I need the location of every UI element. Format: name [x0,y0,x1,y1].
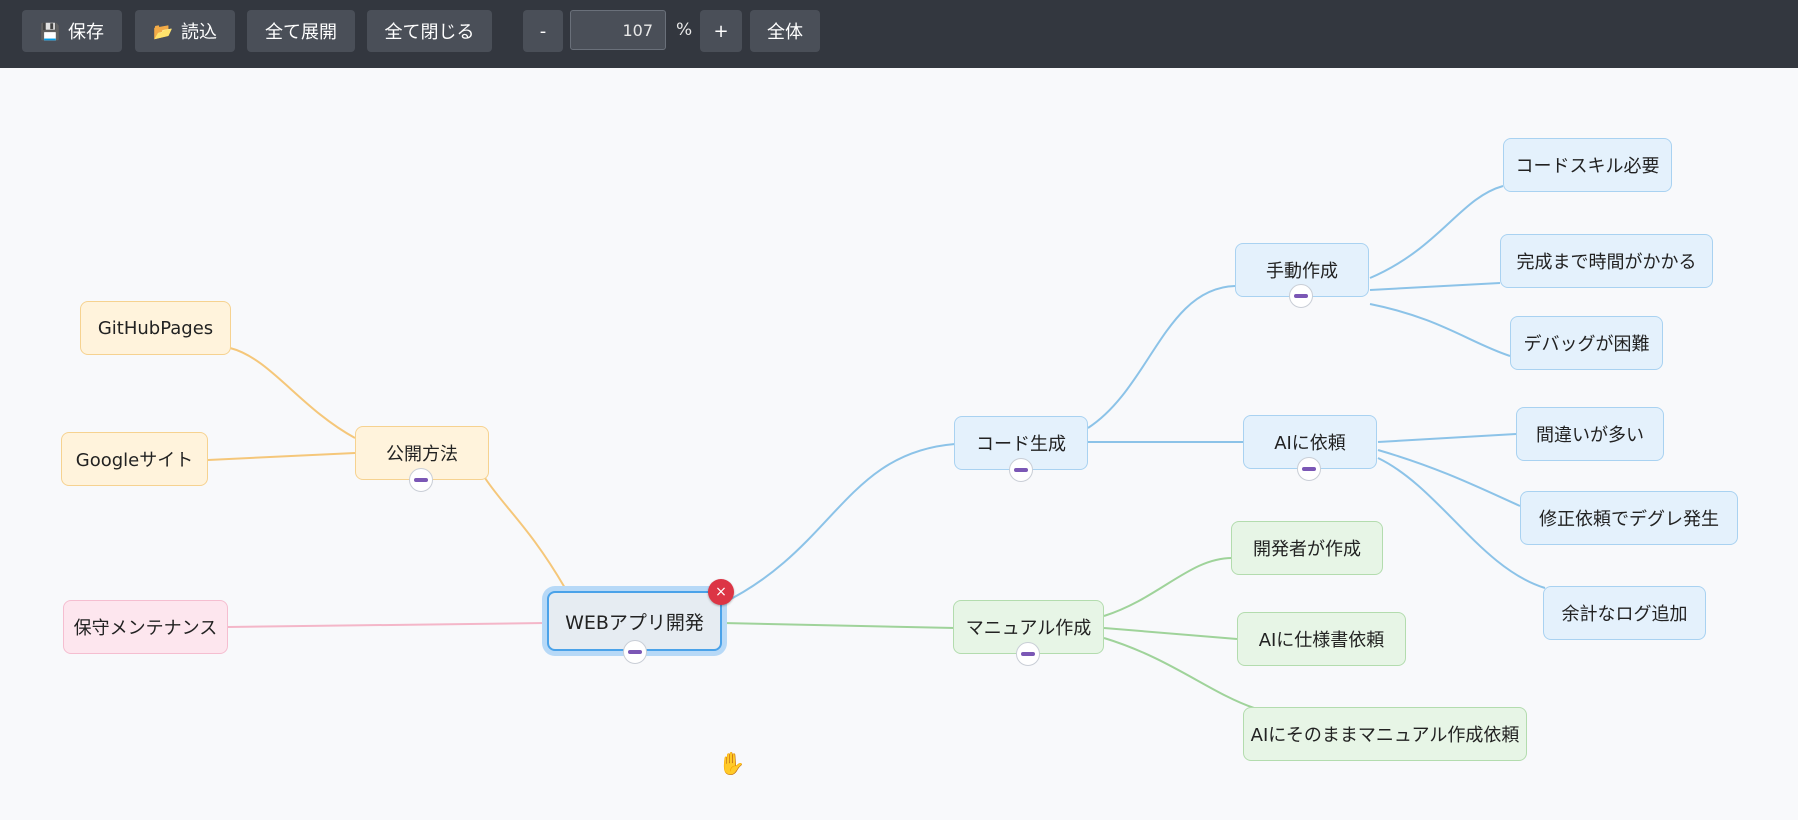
load-label: 読込 [180,22,217,43]
node-ai-spec[interactable]: AIに仕様書依頼 [1237,612,1406,666]
zoom-in-button[interactable]: + [700,10,742,52]
mindmap-links [207,185,1546,709]
load-button[interactable]: 📂 読込 [135,10,235,52]
link-root-manual [722,622,956,629]
link-md-aimanual [1103,637,1255,709]
collapse-toggle-manualdoc[interactable] [1016,642,1040,666]
link-mc-skill [1369,185,1504,279]
link-ai-logs [1377,457,1546,589]
link-root-publish [484,477,566,589]
link-root-maintenance [227,622,546,628]
floppy-disk-icon: 💾 [40,21,60,41]
minus-icon [1021,652,1035,656]
link-publish-github [229,347,356,439]
collapse-all-button[interactable]: 全て閉じる [367,10,492,52]
minus-icon [628,650,642,654]
zoom-input[interactable] [570,10,666,50]
delete-node-button[interactable]: × [708,579,734,605]
node-skill-needed[interactable]: コードスキル必要 [1503,138,1672,192]
root-label: WEBアプリ開発 [565,611,704,634]
collapse-toggle-root[interactable] [623,640,647,664]
link-root-codegen [722,443,956,604]
node-degrade[interactable]: 修正依頼でデグレ発生 [1520,491,1738,545]
node-maintenance[interactable]: 保守メンテナンス [63,600,228,654]
minus-icon [414,478,428,482]
collapse-toggle-manualcreate[interactable] [1289,284,1313,308]
node-takes-time[interactable]: 完成まで時間がかかる [1500,234,1713,288]
node-github[interactable]: GitHubPages [80,301,231,355]
link-codegen-manualcreate [1087,285,1236,429]
collapse-toggle-publish[interactable] [409,468,433,492]
link-mc-time [1369,282,1501,291]
link-publish-google [207,452,356,461]
collapse-toggle-codegen[interactable] [1009,458,1033,482]
minus-icon [1294,294,1308,298]
minus-icon [1302,467,1316,471]
folder-icon: 📂 [153,21,173,41]
node-dev-creates[interactable]: 開発者が作成 [1231,521,1383,575]
save-label: 保存 [67,22,104,43]
node-ai-manual[interactable]: AIにそのままマニュアル作成依頼 [1243,707,1527,761]
hand-cursor-icon: ✋ [718,752,746,777]
mindmap-canvas[interactable]: WEBアプリ開発 × コード生成 手動作成 コードスキル必要 完成まで時間がかか… [0,68,1798,820]
toolbar: 💾 保存 📂 読込 全て展開 全て閉じる - % + 全体 [0,0,1798,68]
fit-all-button[interactable]: 全体 [750,10,820,52]
link-mc-debug [1369,303,1511,357]
node-publish[interactable]: 公開方法 [355,426,489,480]
node-many-errors[interactable]: 間違いが多い [1516,407,1664,461]
link-ai-degrade [1377,449,1521,507]
zoom-out-button[interactable]: - [523,10,563,52]
minus-icon [1014,468,1028,472]
link-md-spec [1103,627,1238,640]
save-button[interactable]: 💾 保存 [22,10,122,52]
link-ai-errors [1377,433,1517,443]
link-md-dev [1103,557,1233,617]
collapse-toggle-askai[interactable] [1297,457,1321,481]
node-google-site[interactable]: Googleサイト [61,432,208,486]
node-debug-hard[interactable]: デバッグが困難 [1510,316,1663,370]
expand-all-button[interactable]: 全て展開 [247,10,355,52]
node-extra-logs[interactable]: 余計なログ追加 [1543,586,1706,640]
zoom-unit: % [676,20,693,40]
